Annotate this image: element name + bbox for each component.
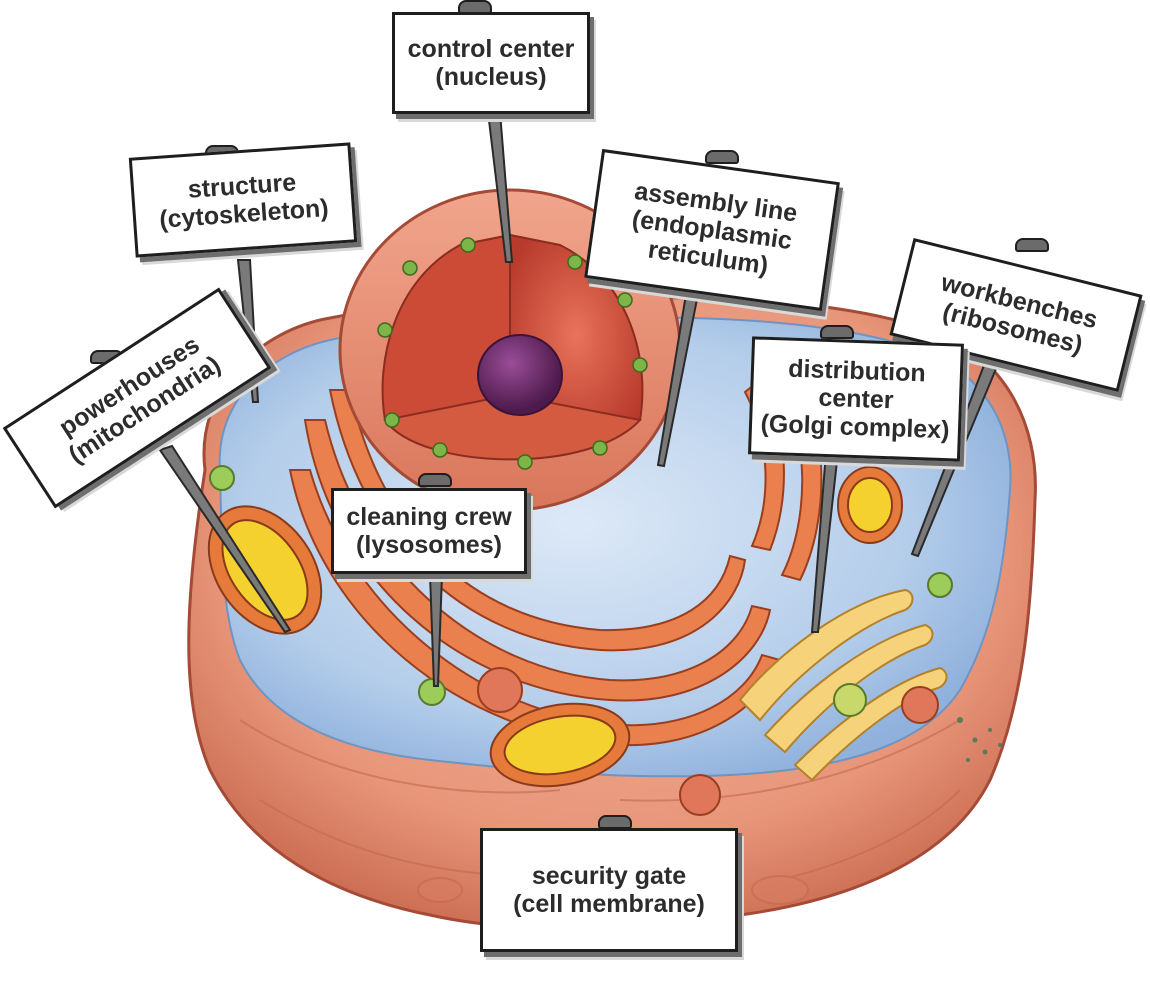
label-nucleus-line2: (nucleus) xyxy=(408,63,575,91)
label-lysosomes-line1: cleaning crew xyxy=(346,503,511,531)
sign-cap xyxy=(418,473,452,487)
label-lysosomes: cleaning crew (lysosomes) xyxy=(331,488,527,574)
label-golgi-complex: distribution center (Golgi complex) xyxy=(748,336,964,461)
label-cytoskeleton: structure (cytoskeleton) xyxy=(129,142,357,257)
label-lysosomes-line2: (lysosomes) xyxy=(346,531,511,559)
label-membrane-line2: (cell membrane) xyxy=(513,890,705,918)
nucleolus xyxy=(478,335,562,415)
label-nucleus: control center (nucleus) xyxy=(392,12,590,114)
sign-cap xyxy=(598,815,632,829)
label-nucleus-line1: control center xyxy=(408,35,575,63)
label-membrane-line1: security gate xyxy=(513,862,705,890)
sign-cap xyxy=(705,150,739,164)
sign-cap xyxy=(1015,238,1049,252)
label-cell-membrane: security gate (cell membrane) xyxy=(480,828,738,952)
sign-cap xyxy=(820,325,854,339)
label-golgi-line3: (Golgi complex) xyxy=(760,410,950,445)
